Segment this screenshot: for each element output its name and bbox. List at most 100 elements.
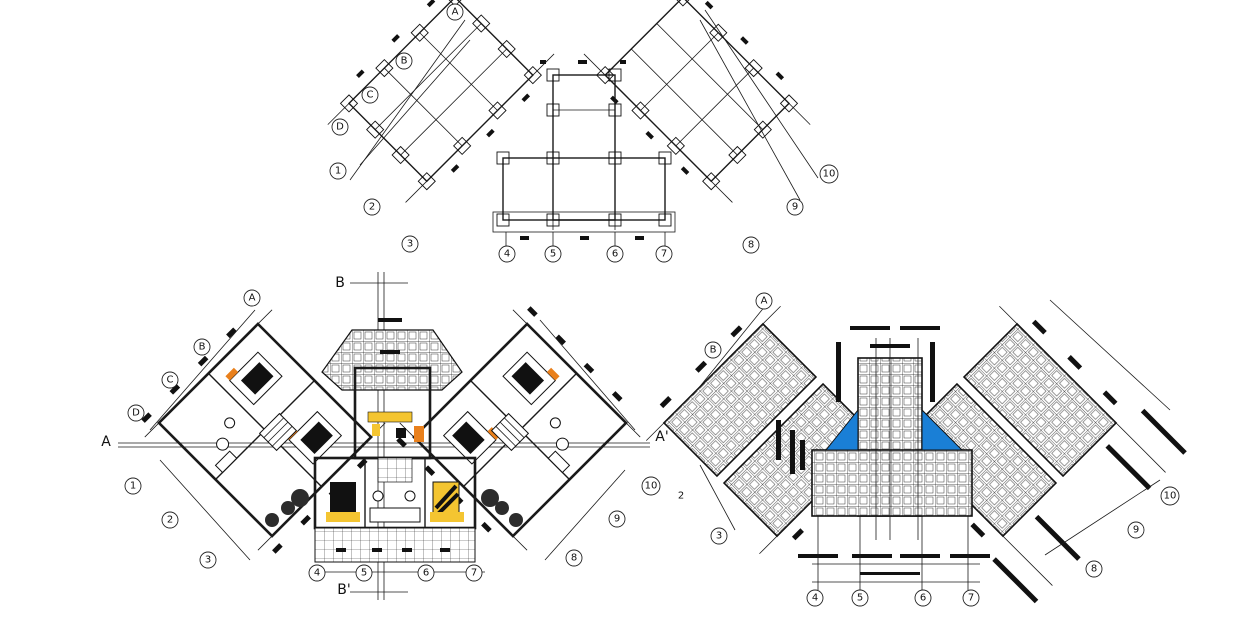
pool-right xyxy=(921,408,964,451)
grid-bubble-9: 9 xyxy=(608,510,626,528)
bed-3 xyxy=(502,351,560,406)
left-wing-grid xyxy=(327,0,555,203)
svg-text:3: 3 xyxy=(716,531,722,542)
ground-floor-plan: A A' B B' xyxy=(101,272,669,600)
grid-bubble-D: D xyxy=(127,404,145,422)
svg-text:7: 7 xyxy=(471,568,477,579)
grid-bubble-B: B xyxy=(395,52,413,70)
bathroom-right xyxy=(547,417,571,474)
grid-bubble-10: 10 xyxy=(641,476,661,496)
svg-text:6: 6 xyxy=(612,249,618,260)
section-label-b: B xyxy=(335,275,345,291)
bed-1 xyxy=(225,351,283,406)
svg-text:8: 8 xyxy=(571,553,577,564)
svg-text:10: 10 xyxy=(1164,491,1177,502)
entrance-pergola xyxy=(321,329,463,391)
svg-text:10: 10 xyxy=(823,169,836,180)
grid-bubble-3: 3 xyxy=(199,551,217,569)
right-wing-rooms xyxy=(396,306,641,551)
grid-bubble-D: D xyxy=(331,118,349,136)
grid-bubble-B: B xyxy=(193,338,211,356)
svg-text:4: 4 xyxy=(504,249,510,260)
svg-text:9: 9 xyxy=(792,202,798,213)
grid-bubble-C: C xyxy=(361,86,379,104)
svg-text:A: A xyxy=(452,7,459,18)
grid-bubble-3: 3 xyxy=(710,527,728,545)
svg-text:7: 7 xyxy=(661,249,667,260)
grid-label-2: 2 xyxy=(678,491,684,502)
svg-text:D: D xyxy=(336,122,344,133)
svg-text:B: B xyxy=(199,342,206,353)
svg-text:B: B xyxy=(401,56,408,67)
grid-bubble-8: 8 xyxy=(1085,560,1103,578)
svg-text:8: 8 xyxy=(1091,564,1097,575)
pool-left xyxy=(824,408,859,451)
svg-text:5: 5 xyxy=(361,568,367,579)
grid-bubble-9: 9 xyxy=(1127,521,1145,539)
roof-plan: A B 2 3 4 5 6 7 8 9 10 xyxy=(645,292,1187,607)
grid-bubble-2: 2 xyxy=(363,198,381,216)
svg-text:5: 5 xyxy=(857,593,863,604)
grid-bubble-C: C xyxy=(161,371,179,389)
svg-text:8: 8 xyxy=(748,240,754,251)
grid-bubble-8: 8 xyxy=(742,236,760,254)
grid-bubble-6: 6 xyxy=(417,564,435,582)
svg-text:4: 4 xyxy=(812,593,818,604)
grid-bubble-6: 6 xyxy=(914,589,932,607)
svg-text:2: 2 xyxy=(167,515,173,526)
roof-right-wing xyxy=(885,305,1187,604)
grid-bubble-2: 2 xyxy=(161,511,179,529)
section-label-b-prime: B' xyxy=(337,582,350,598)
grid-bubble-10: 10 xyxy=(1160,486,1180,506)
svg-text:1: 1 xyxy=(130,481,136,492)
bed-6 xyxy=(430,481,464,522)
grid-bubble-4: 4 xyxy=(806,589,824,607)
roof-centre xyxy=(776,326,990,590)
svg-text:5: 5 xyxy=(550,249,556,260)
grid-bubble-4: 4 xyxy=(498,245,516,263)
svg-text:3: 3 xyxy=(407,239,413,250)
grid-bubble-A: A xyxy=(446,3,464,21)
svg-text:1: 1 xyxy=(335,166,341,177)
svg-text:A: A xyxy=(761,296,768,307)
grid-bubble-7: 7 xyxy=(655,245,673,263)
section-label-a-prime: A' xyxy=(655,429,668,445)
svg-text:6: 6 xyxy=(423,568,429,579)
centre-block-grid xyxy=(492,60,676,248)
grid-bubble-A: A xyxy=(755,292,773,310)
svg-text:C: C xyxy=(167,375,174,386)
section-label-a: A xyxy=(101,434,111,450)
stair-left xyxy=(258,412,298,452)
landscape-trees xyxy=(265,489,523,527)
svg-text:D: D xyxy=(132,408,140,419)
grid-bubble-3: 3 xyxy=(401,235,419,253)
svg-text:7: 7 xyxy=(968,593,974,604)
svg-text:3: 3 xyxy=(205,555,211,566)
grid-bubble-4: 4 xyxy=(308,564,326,582)
bed-4 xyxy=(442,410,501,465)
svg-text:9: 9 xyxy=(1133,525,1139,536)
svg-text:9: 9 xyxy=(614,514,620,525)
svg-text:A: A xyxy=(249,293,256,304)
grid-bubble-5: 5 xyxy=(544,245,562,263)
column-layout-plan: A B C D 1 2 3 4 5 6 7 8 9 10 xyxy=(327,0,839,263)
grid-bubble-5: 5 xyxy=(851,589,869,607)
grid-bubble-8: 8 xyxy=(565,549,583,567)
stair-right xyxy=(490,412,530,452)
bathroom-left xyxy=(214,417,238,474)
grid-bubble-5: 5 xyxy=(355,564,373,582)
svg-text:10: 10 xyxy=(645,481,658,492)
svg-text:2: 2 xyxy=(369,202,375,213)
bathroom-centre xyxy=(369,490,421,523)
grid-bubble-1: 1 xyxy=(124,477,142,495)
grid-bubble-B: B xyxy=(704,341,722,359)
svg-text:B: B xyxy=(710,345,717,356)
grid-bubble-10: 10 xyxy=(819,164,839,184)
grid-bubble-9: 9 xyxy=(786,198,804,216)
grid-bubble-6: 6 xyxy=(606,245,624,263)
bed-5 xyxy=(326,482,360,522)
svg-text:6: 6 xyxy=(920,593,926,604)
svg-text:C: C xyxy=(367,90,374,101)
grid-bubble-7: 7 xyxy=(465,564,483,582)
